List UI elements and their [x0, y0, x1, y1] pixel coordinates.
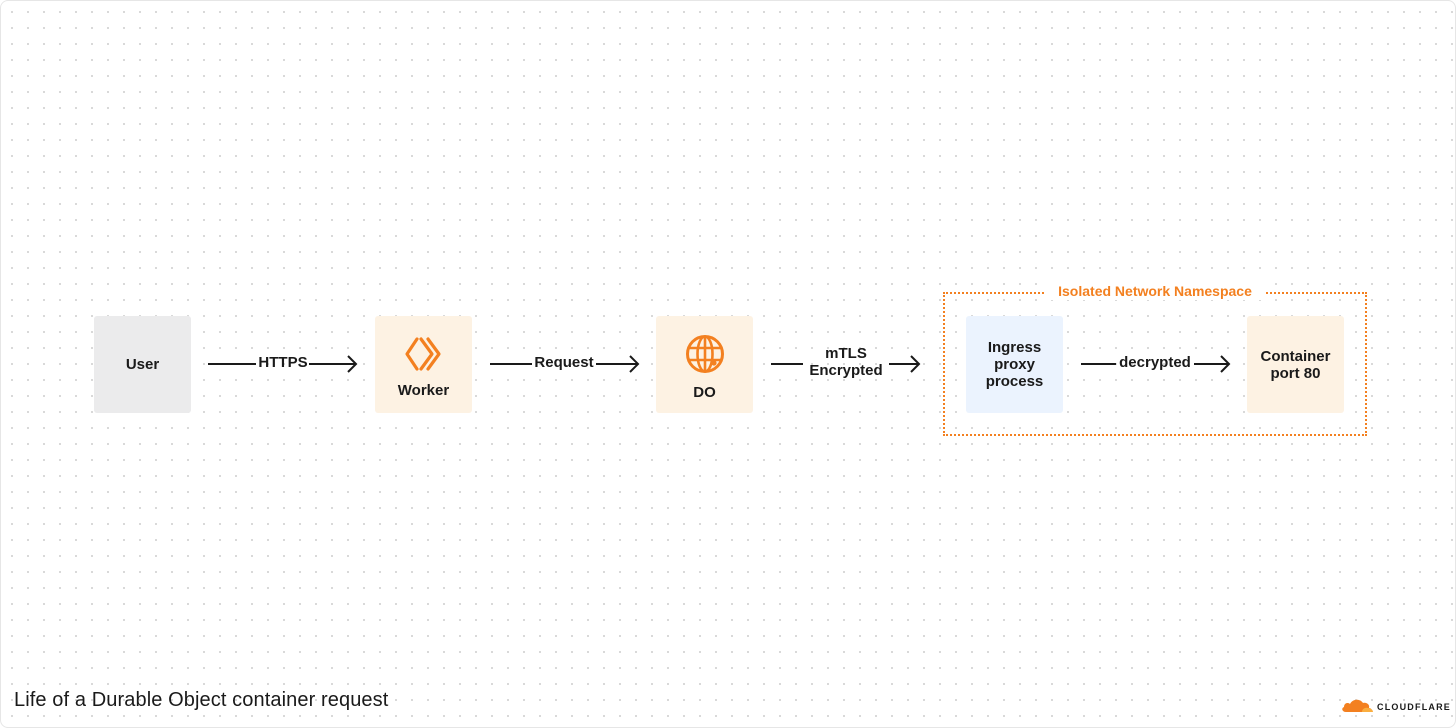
edge-worker-do: Request	[490, 354, 642, 374]
node-container: Container port 80	[1247, 316, 1344, 413]
node-worker-label: Worker	[397, 382, 450, 399]
edge-label-request: Request	[534, 354, 594, 371]
node-do-label: DO	[693, 384, 716, 401]
edge-do-ingress: mTLS Encrypted	[771, 345, 923, 383]
node-user: User	[94, 316, 191, 413]
namespace-label: Isolated Network Namespace	[1044, 283, 1266, 300]
node-worker: Worker	[375, 316, 472, 413]
worker-chevrons-icon	[404, 336, 444, 372]
brand-name: CLOUDFLARE	[1377, 702, 1451, 712]
edge-user-worker: HTTPS	[208, 354, 360, 374]
node-ingress-label: Ingress proxy process	[985, 339, 1044, 390]
node-user-label: User	[125, 356, 160, 373]
diagram-caption: Life of a Durable Object container reque…	[14, 689, 389, 711]
edge-label-https: HTTPS	[258, 354, 308, 371]
node-do: DO	[656, 316, 753, 413]
cloudflare-logo: CLOUDFLARE	[1340, 697, 1451, 717]
node-ingress: Ingress proxy process	[966, 316, 1063, 413]
edge-label-mtls-encrypted: mTLS Encrypted	[809, 345, 883, 379]
node-container-label: Container port 80	[1260, 347, 1331, 382]
globe-icon	[685, 334, 725, 374]
edge-label-decrypted: decrypted	[1119, 354, 1191, 371]
cloudflare-cloud-icon	[1340, 696, 1374, 719]
edge-ingress-container: decrypted	[1081, 354, 1233, 374]
